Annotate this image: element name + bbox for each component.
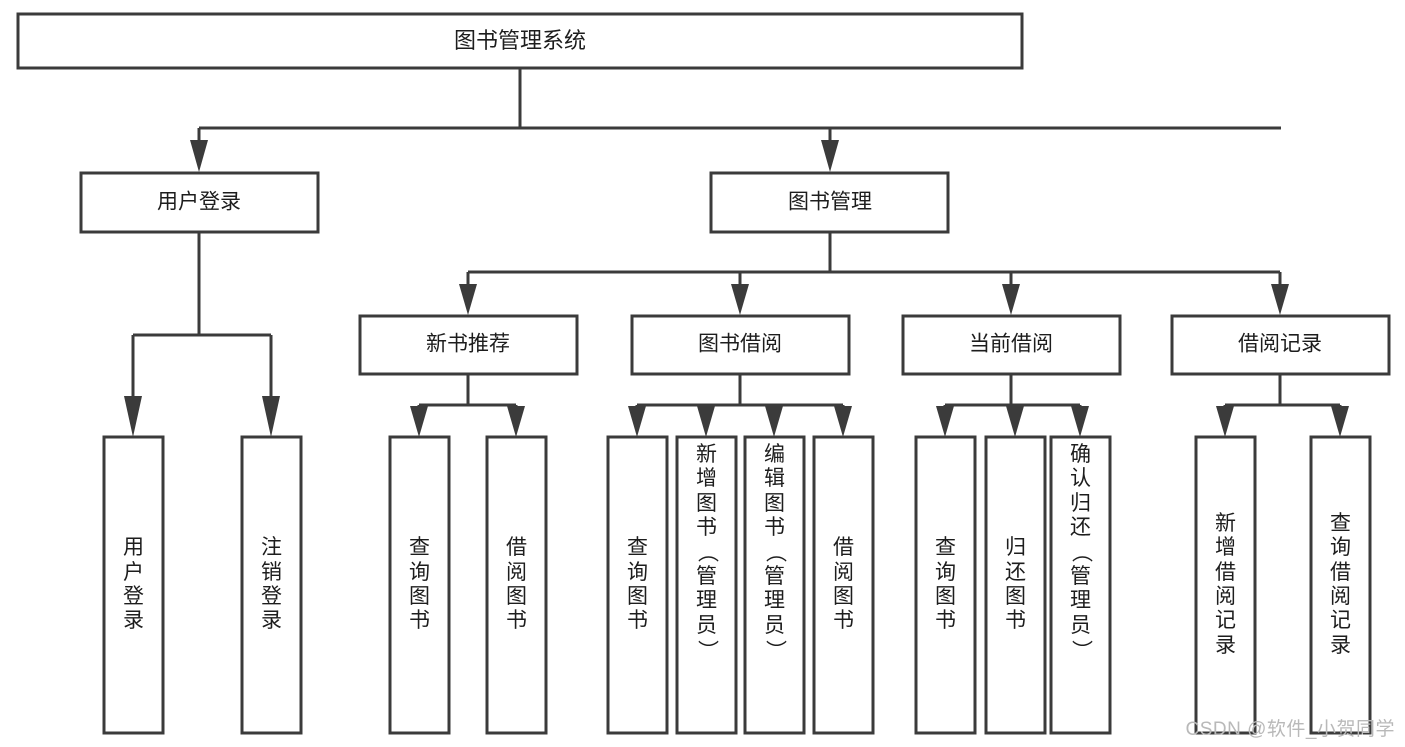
- leaf-box-query-borrow-record[interactable]: [1309, 435, 1372, 735]
- leaf-box-add-borrow-record[interactable]: [1194, 435, 1257, 735]
- node-new-book-recommend[interactable]: 新书推荐: [358, 314, 579, 376]
- leaf-box-confirm-return-admin[interactable]: [1049, 435, 1112, 735]
- leaf-box-borrow-book-1[interactable]: [485, 435, 548, 735]
- arrow-head-icon: [1006, 406, 1024, 437]
- arrow-head-icon: [936, 406, 954, 437]
- node-new-book-recommend-label: 新书推荐: [426, 333, 510, 356]
- arrow-head-icon: [124, 396, 142, 437]
- node-borrow-record-label: 借阅记录: [1238, 333, 1322, 356]
- connector-book-borrow-to-leaves: [628, 374, 852, 437]
- arrow-head-icon: [697, 406, 715, 437]
- leaf-box-return-book[interactable]: [984, 435, 1047, 735]
- connector-book-management-to-level3: [459, 232, 1289, 315]
- node-borrow-record[interactable]: 借阅记录: [1170, 314, 1391, 376]
- node-current-borrow-label: 当前借阅: [969, 333, 1053, 356]
- leaf-box-user-login[interactable]: [102, 435, 165, 735]
- arrow-head-icon: [1216, 406, 1234, 437]
- leaf-box-edit-book-admin[interactable]: [743, 435, 806, 735]
- arrow-head-icon: [834, 406, 852, 437]
- arrow-head-icon: [1271, 284, 1289, 315]
- connector-new-book-recommend-to-leaves: [410, 374, 525, 437]
- node-current-borrow-box[interactable]: [901, 314, 1122, 376]
- leaf-box-query-book-2[interactable]: [606, 435, 669, 735]
- node-current-borrow[interactable]: 当前借阅: [901, 314, 1122, 376]
- arrow-head-icon: [1071, 406, 1089, 437]
- node-root[interactable]: 图书管理系统: [16, 12, 1024, 70]
- node-book-management[interactable]: 图书管理: [709, 171, 950, 234]
- connector-current-borrow-to-leaves: [936, 374, 1089, 437]
- arrow-head-icon: [1331, 406, 1349, 437]
- node-book-borrow[interactable]: 图书借阅: [630, 314, 851, 376]
- arrow-head-icon: [507, 406, 525, 437]
- arrow-head-icon: [459, 284, 477, 315]
- arrow-head-icon: [1002, 284, 1020, 315]
- node-root-label: 图书管理系统: [454, 28, 586, 53]
- arrow-head-icon: [410, 406, 428, 437]
- leaf-box-borrow-book-2[interactable]: [812, 435, 875, 735]
- watermark: CSDN @软件_小贺同学: [1185, 719, 1395, 740]
- leaf-box-logout[interactable]: [240, 435, 303, 735]
- arrow-head-icon: [765, 406, 783, 437]
- arrow-head-icon: [628, 406, 646, 437]
- leaf-box-add-book-admin[interactable]: [675, 435, 738, 735]
- leaf-box-query-book-1[interactable]: [388, 435, 451, 735]
- arrow-head-icon: [821, 140, 839, 172]
- arrow-head-icon: [190, 140, 208, 172]
- node-user-login-label: 用户登录: [157, 191, 241, 214]
- node-book-management-label: 图书管理: [788, 191, 872, 214]
- node-new-book-recommend-box[interactable]: [358, 314, 579, 376]
- arrow-head-icon: [262, 396, 280, 437]
- node-root-box[interactable]: [16, 12, 1024, 70]
- leaf-box-query-book-3[interactable]: [914, 435, 977, 735]
- node-user-login-box[interactable]: [79, 171, 320, 234]
- connector-root-to-level2: [190, 68, 1281, 172]
- node-user-login[interactable]: 用户登录: [79, 171, 320, 234]
- node-book-borrow-label: 图书借阅: [698, 333, 782, 356]
- connector-user-login-to-leaves: [124, 232, 280, 437]
- connector-borrow-record-to-leaves: [1216, 374, 1349, 437]
- arrow-head-icon: [731, 284, 749, 315]
